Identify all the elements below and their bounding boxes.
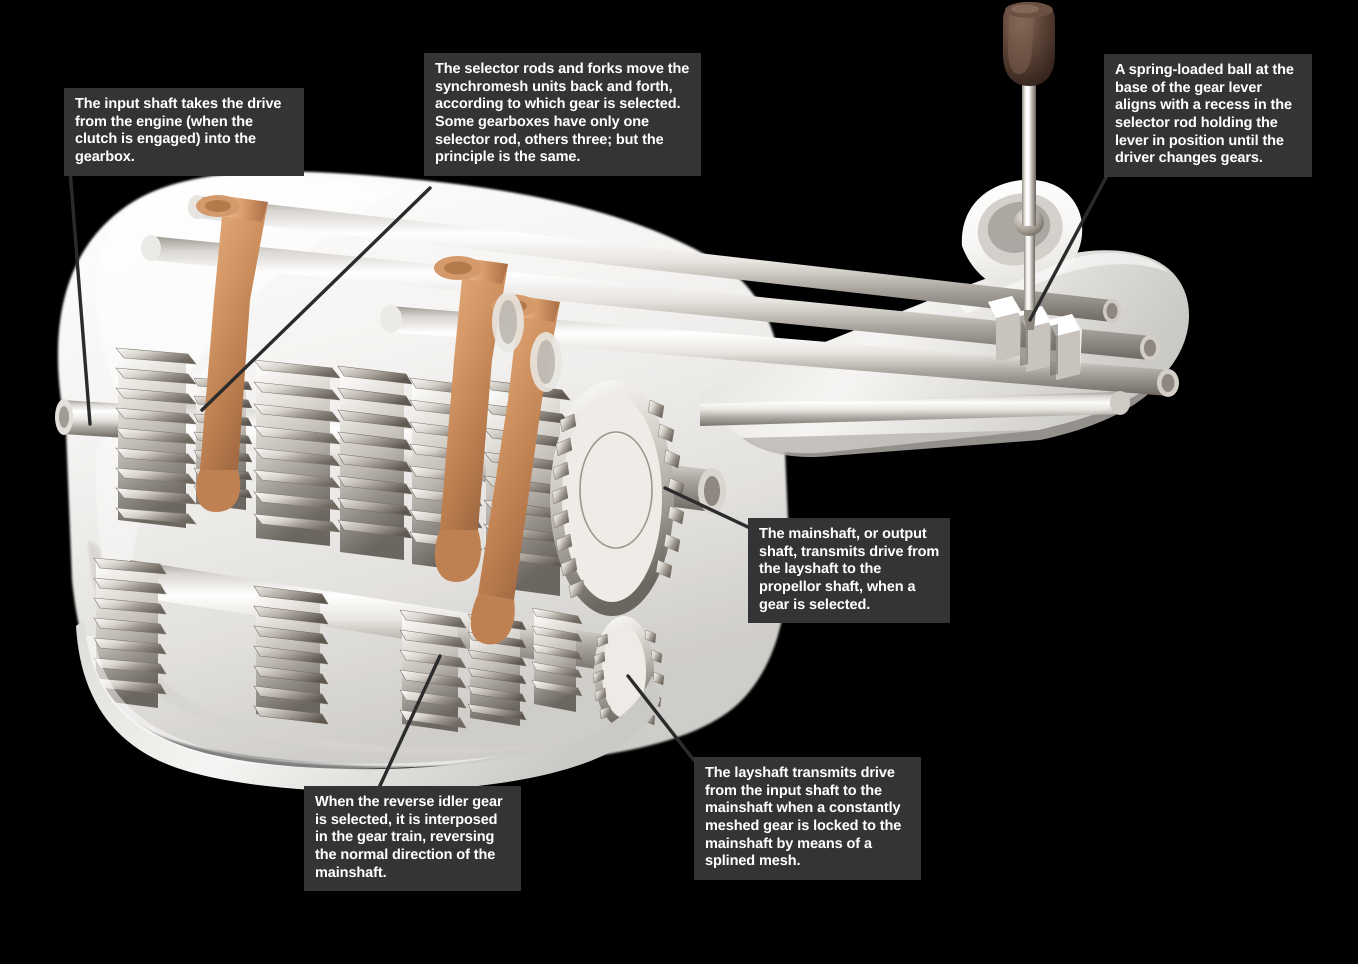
leader-spring-ball [1028,168,1112,322]
gear-lever [1003,2,1055,330]
leader-layshaft [626,674,702,770]
callout-reverse-idler-text: When the reverse idler gear is selected,… [315,794,503,881]
layshaft [93,557,665,732]
gear-lever-knob [1003,2,1055,86]
leader-mainshaft [663,486,752,530]
callout-selector-rods: The selector rods and forks move the syn… [424,53,701,177]
callout-layshaft-text: The layshaft transmits drive from the in… [705,765,902,870]
input-shaft [55,399,126,438]
callout-mainshaft-text: The mainshaft, or output shaft, transmit… [759,526,940,613]
leader-selector-rods [200,186,432,412]
callout-spring-loaded-ball: A spring-loaded ball at the base of the … [1104,54,1312,178]
leader-reverse-idler [376,654,442,792]
callout-input-shaft-text: The input shaft takes the drive from the… [75,96,282,166]
callout-spring-loaded-ball-text: A spring-loaded ball at the base of the … [1115,62,1294,167]
callout-reverse-idler: When the reverse idler gear is selected,… [304,786,521,892]
callout-mainshaft: The mainshaft, or output shaft, transmit… [748,518,950,624]
callout-layshaft: The layshaft transmits drive from the in… [694,757,921,881]
selector-rods [141,195,1179,426]
reverse-idler-gear [253,585,329,725]
callout-selector-rods-text: The selector rods and forks move the syn… [435,61,690,166]
callout-input-shaft: The input shaft takes the drive from the… [64,88,304,176]
leader-input-shaft [68,168,92,426]
selector-yoke-blocks [988,296,1082,380]
selector-forks [196,195,562,645]
